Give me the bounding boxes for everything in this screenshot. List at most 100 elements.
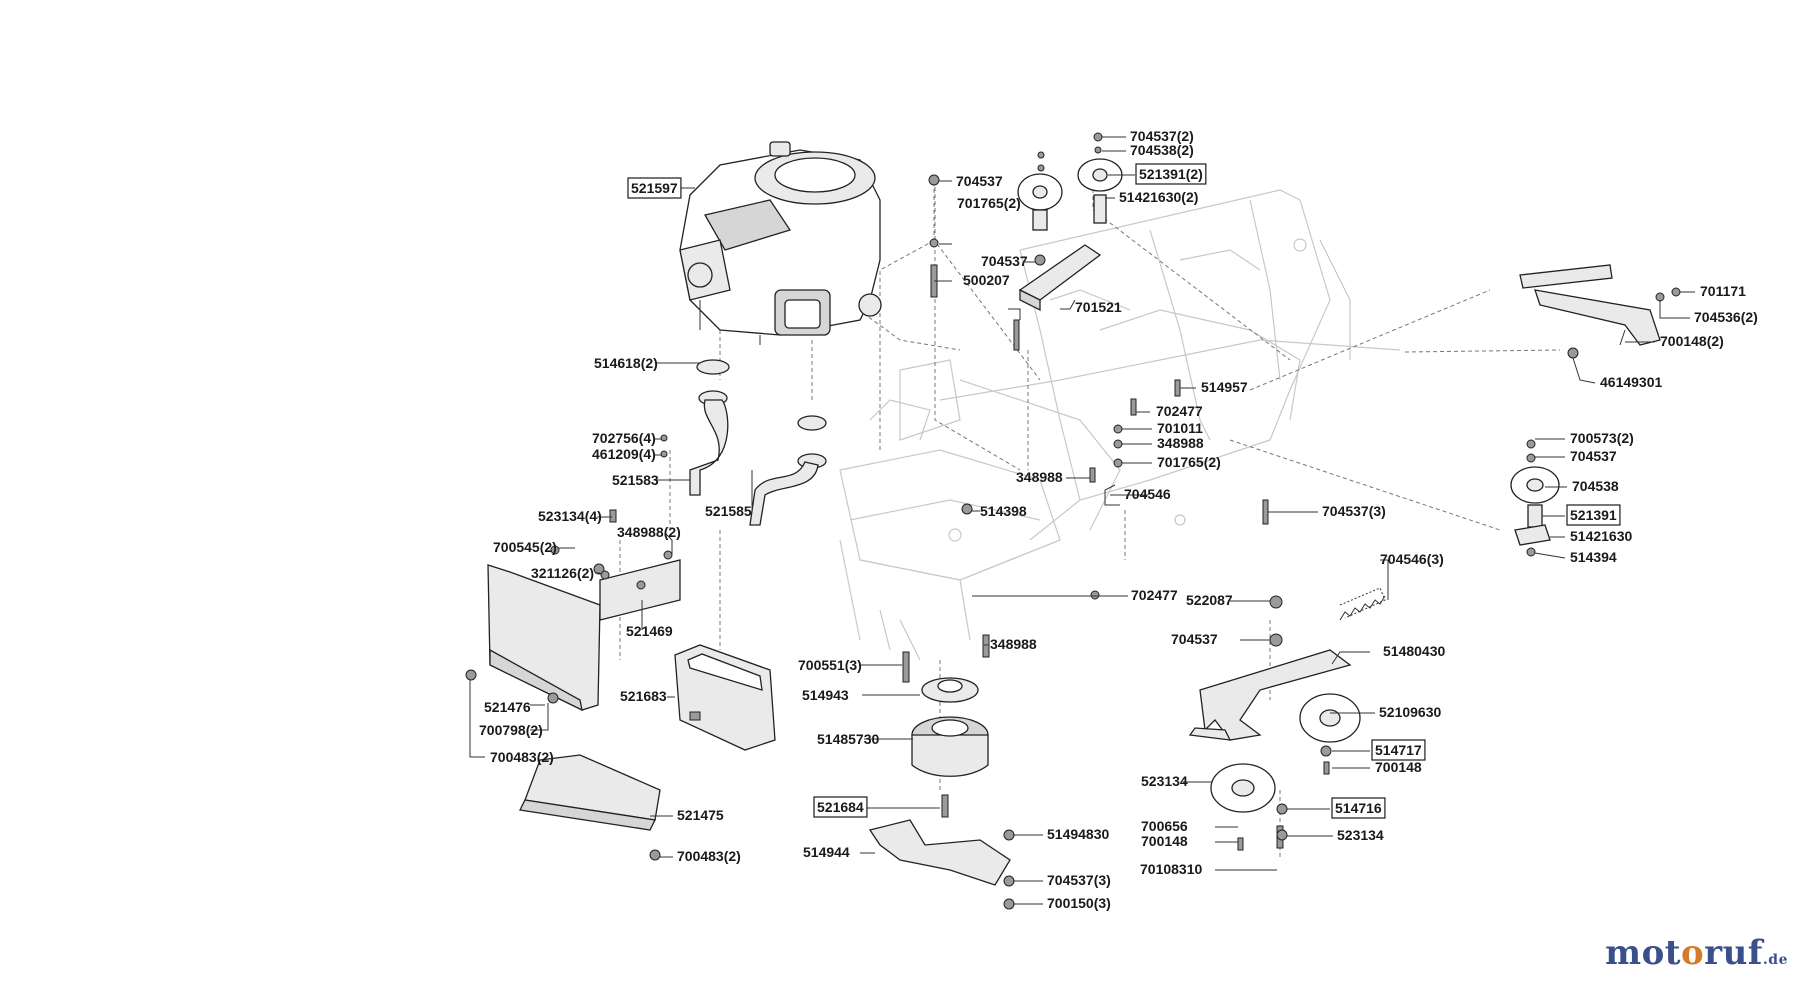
spring — [1339, 595, 1386, 621]
part-number-text: 704546(3) — [1380, 551, 1444, 567]
top-pulleys — [930, 158, 1123, 351]
part-label-701521: 701521 — [1075, 299, 1122, 315]
part-label-52109630: 52109630 — [1379, 704, 1442, 720]
part-label-700483-2: 700483(2) — [677, 848, 741, 864]
part-label-704537: 704537 — [1171, 631, 1218, 647]
part-label-701765: 701765 — [0, 0, 47, 3]
part-label-514957: 514957 — [1201, 379, 1248, 395]
part-label-704537: 704537 — [981, 253, 1028, 269]
part-number-text: 702477 — [1156, 403, 1203, 419]
part-label-514618-2: 514618(2) — [594, 355, 658, 371]
part-label-704546-3: 704546(3) — [1380, 551, 1444, 567]
muffler — [674, 644, 776, 751]
heat-shield — [487, 559, 681, 831]
part-number-text: 700656 — [1141, 818, 1188, 834]
part-number-text: 704538(2) — [1130, 142, 1194, 158]
part-number-text: 521391(2) — [1139, 166, 1203, 182]
part-number-text: 522087 — [1186, 592, 1233, 608]
part-number-text: 700545(2) — [493, 539, 557, 555]
part-number-text: 704536(2) — [1694, 309, 1758, 325]
right-bracket — [1519, 264, 1665, 346]
part-number-text: 701765 — [0, 0, 47, 3]
part-number-text: 514398 — [980, 503, 1027, 519]
part-label-521583: 521583 — [612, 472, 659, 488]
part-number-text: 704537(2) — [1130, 128, 1194, 144]
part-label-702756-4: 702756(4) — [592, 430, 656, 446]
part-number-text: 51494830 — [1047, 826, 1110, 842]
part-label-704537: 704537 — [1570, 448, 1617, 464]
part-label-46149301: 46149301 — [1600, 374, 1663, 390]
part-label-51421630-2: 51421630(2) — [1119, 189, 1198, 205]
part-label-51480430: 51480430 — [1383, 643, 1446, 659]
part-number-text: 51480430 — [1383, 643, 1446, 659]
part-number-text: 521684 — [817, 799, 864, 815]
part-number-text: 704537 — [1171, 631, 1218, 647]
part-number-text: 523134 — [1337, 827, 1384, 843]
part-label-521597: 521597 — [627, 177, 682, 199]
right-pulley — [1510, 466, 1560, 546]
part-label-701765-2: 701765(2) — [1157, 454, 1221, 470]
part-label-700573-2: 700573(2) — [1570, 430, 1634, 446]
part-label-700656: 700656 — [1141, 818, 1188, 834]
part-number-text: 348988 — [1157, 435, 1204, 451]
part-label-51485730: 51485730 — [817, 731, 880, 747]
part-number-text: 702477 — [1131, 587, 1178, 603]
part-number-text: 700148 — [1375, 759, 1422, 775]
part-label-521469: 521469 — [626, 623, 673, 639]
part-number-box — [1566, 504, 1621, 526]
part-number-text: 348988(2) — [617, 524, 681, 540]
part-label-51421630: 51421630 — [1570, 528, 1633, 544]
part-number-text: 704546 — [1124, 486, 1171, 502]
part-number-text: 704538 — [1572, 478, 1619, 494]
part-label-521391-2: 521391(2) — [1135, 163, 1207, 185]
part-number-text: 523134(4) — [538, 508, 602, 524]
part-number-text: 514944 — [803, 844, 850, 860]
part-label-700798-2: 700798(2) — [479, 722, 543, 738]
part-label-521684: 521684 — [813, 796, 868, 818]
part-label-704537: 704537 — [956, 173, 1003, 189]
part-label-700148: 700148 — [1141, 833, 1188, 849]
part-label-348988: 348988 — [1016, 469, 1063, 485]
part-number-text: 514394 — [1570, 549, 1617, 565]
part-number-text: 521476 — [484, 699, 531, 715]
part-number-text: 348988 — [990, 636, 1037, 652]
part-label-704546: 704546 — [1124, 486, 1171, 502]
exhaust-pipes — [689, 359, 827, 526]
part-number-text: 348988 — [1016, 469, 1063, 485]
part-number-text: 521583 — [612, 472, 659, 488]
part-number-text: 521597 — [631, 180, 678, 196]
part-number-text: 700483(2) — [677, 848, 741, 864]
part-number-text: 704537 — [981, 253, 1028, 269]
part-label-461209-4: 461209(4) — [592, 446, 656, 462]
part-label-514716: 514716 — [1331, 797, 1386, 819]
part-label-704538-2: 704538(2) — [1130, 142, 1194, 158]
part-number-text: 521683 — [620, 688, 667, 704]
part-label-704537-3: 704537(3) — [1322, 503, 1386, 519]
part-number-text: 461209(4) — [592, 446, 656, 462]
part-number-text: 700573(2) — [1570, 430, 1634, 446]
part-number-text: 700148(2) — [1660, 333, 1724, 349]
part-label-514398: 514398 — [980, 503, 1027, 519]
part-number-box — [1331, 797, 1386, 819]
part-number-text: 704537(3) — [1322, 503, 1386, 519]
part-label-523134: 523134 — [1337, 827, 1384, 843]
part-number-box — [1135, 163, 1207, 185]
part-label-701011: 701011 — [1157, 420, 1203, 436]
part-number-text: 521585 — [705, 503, 752, 519]
part-number-text: 704537 — [1570, 448, 1617, 464]
pto-clutch — [902, 651, 989, 777]
part-number-text: 514943 — [802, 687, 849, 703]
part-label-514717: 514717 — [1371, 739, 1426, 761]
part-number-text: 704537 — [956, 173, 1003, 189]
watermark-logo: motoruf.de — [1605, 933, 1788, 973]
part-label-521391: 521391 — [1566, 504, 1621, 526]
part-number-box — [1371, 739, 1426, 761]
part-number-text: 701011 — [1157, 420, 1203, 436]
part-number-text: 51485730 — [817, 731, 880, 747]
part-label-700148: 700148 — [1375, 759, 1422, 775]
part-label-521585: 521585 — [705, 503, 752, 519]
part-number-text: 701765(2) — [957, 195, 1021, 211]
part-number-text: 51421630 — [1570, 528, 1633, 544]
part-label-700551-3: 700551(3) — [798, 657, 862, 673]
part-label-348988: 348988 — [990, 636, 1037, 652]
